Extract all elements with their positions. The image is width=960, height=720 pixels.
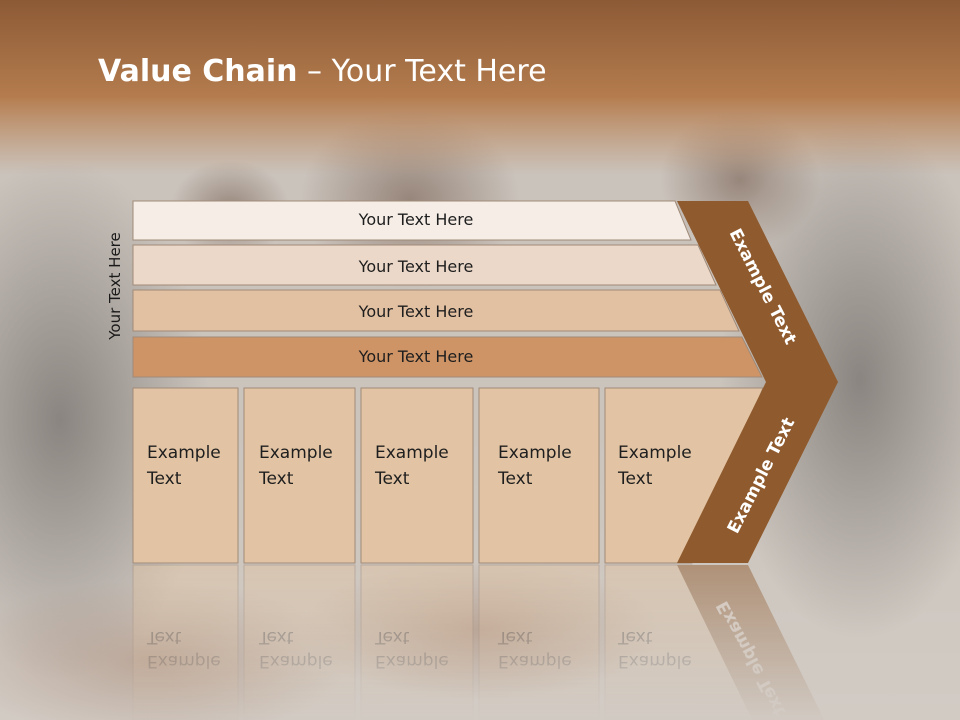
support-bar-3-label: Your Text Here [358, 302, 474, 321]
reflection: Example Text Example Text Example Text E… [132, 564, 825, 720]
primary-box-1: Example Text [132, 387, 239, 564]
primary-box-2-line2: Text [258, 469, 294, 489]
primary-box-1-line1: Example [147, 443, 221, 463]
support-bar-4: Your Text Here [132, 336, 763, 378]
primary-box-2-line1: Example [259, 443, 333, 463]
primary-box-3-line1: Example [375, 443, 449, 463]
slide-title: Value Chain – Your Text Here [98, 54, 547, 89]
support-bar-3: Your Text Here [132, 289, 740, 332]
reflection-text-2a: Example [259, 651, 333, 671]
title-rest: – Your Text Here [297, 54, 547, 89]
reflection-text-1a: Example [147, 651, 221, 671]
reflection-text-4b: Text [497, 627, 533, 647]
reflection-text-2b: Text [258, 627, 294, 647]
support-bar-1: Your Text Here [132, 200, 692, 241]
reflection-text-3b: Text [374, 627, 410, 647]
primary-box-5: Example Text [604, 387, 764, 564]
support-bar-2-label: Your Text Here [358, 257, 474, 276]
reflection-text-1b: Text [146, 627, 182, 647]
primary-box-3: Example Text [360, 387, 474, 564]
primary-box-4: Example Text [478, 387, 600, 564]
primary-box-5-line1: Example [618, 443, 692, 463]
primary-box-5-line2: Text [617, 469, 653, 489]
reflection-text-5b: Text [617, 627, 653, 647]
primary-box-2: Example Text [243, 387, 356, 564]
primary-box-3-line2: Text [374, 469, 410, 489]
primary-box-4-line1: Example [498, 443, 572, 463]
reflection-text-4a: Example [498, 651, 572, 671]
primary-box-1-line2: Text [146, 469, 182, 489]
support-bar-4-label: Your Text Here [358, 347, 474, 366]
support-bar-2: Your Text Here [132, 244, 717, 286]
title-bold: Value Chain [98, 54, 298, 89]
primary-box-4-line2: Text [497, 469, 533, 489]
reflection-text-5a: Example [618, 651, 692, 671]
support-bar-1-label: Your Text Here [358, 210, 474, 229]
reflection-text-3a: Example [375, 651, 449, 671]
